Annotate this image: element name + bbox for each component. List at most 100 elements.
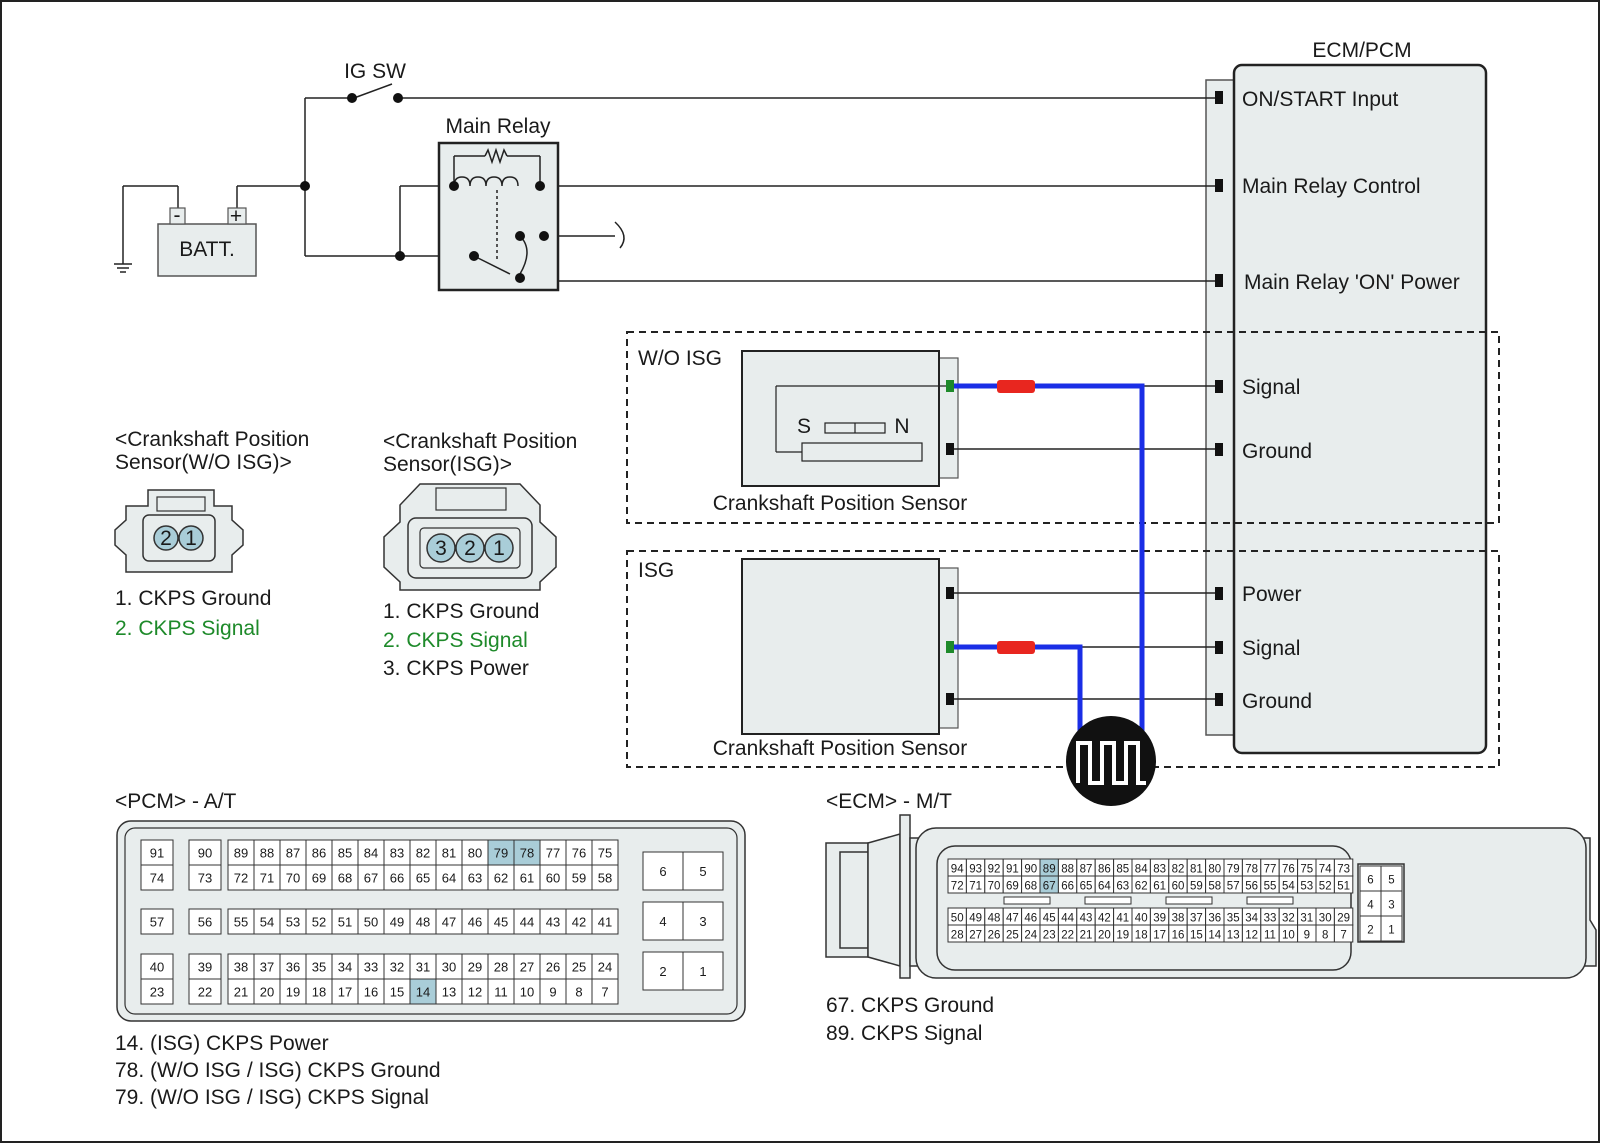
svg-text:24: 24 bbox=[1024, 930, 1037, 942]
svg-text:47: 47 bbox=[442, 915, 456, 930]
svg-text:71: 71 bbox=[260, 871, 274, 886]
conn-isg-pin-2 bbox=[455, 533, 485, 563]
svg-text:12: 12 bbox=[1245, 930, 1258, 942]
svg-text:36: 36 bbox=[1208, 913, 1221, 925]
ecm-pin-signal-wo bbox=[1215, 380, 1223, 393]
svg-text:60: 60 bbox=[1172, 881, 1185, 893]
svg-text:17: 17 bbox=[1153, 930, 1166, 942]
svg-text:41: 41 bbox=[1116, 913, 1129, 925]
ecm-pin-16: 16 bbox=[1168, 924, 1188, 943]
ecm-pin-81: 81 bbox=[1186, 858, 1207, 877]
svg-text:64: 64 bbox=[1098, 881, 1111, 893]
pcm-pin-28: 28 bbox=[487, 953, 515, 980]
ecm-pin-84: 84 bbox=[1131, 858, 1151, 877]
svg-text:18: 18 bbox=[312, 985, 326, 1000]
svg-text:23: 23 bbox=[150, 985, 164, 1000]
svg-text:30: 30 bbox=[442, 960, 456, 975]
pcm-pin-60: 60 bbox=[539, 864, 567, 891]
svg-text:90: 90 bbox=[198, 846, 212, 861]
isg-title: ISG bbox=[638, 559, 674, 582]
svg-text:63: 63 bbox=[468, 871, 482, 886]
svg-text:37: 37 bbox=[260, 960, 274, 975]
conn-isg-pin-1-label: 1 bbox=[493, 537, 505, 560]
ig-sw-label: IG SW bbox=[344, 60, 406, 83]
pcm-pin-17: 17 bbox=[331, 978, 359, 1005]
ecm-label-ground-isg: Ground bbox=[1242, 690, 1312, 713]
svg-text:60: 60 bbox=[546, 871, 560, 886]
ecm-pin-4: 4 bbox=[1359, 890, 1382, 917]
svg-text:83: 83 bbox=[1153, 864, 1166, 876]
conn-isg-title-1: <Crankshaft Position bbox=[383, 430, 577, 453]
pcm-pin-73: 73 bbox=[188, 864, 222, 891]
pcm-pin-40: 40 bbox=[140, 953, 174, 980]
ecm-pin-19: 19 bbox=[1113, 924, 1133, 943]
svg-text:14: 14 bbox=[416, 985, 430, 1000]
battery-minus: - bbox=[174, 204, 181, 227]
ecm-pin-22: 22 bbox=[1057, 924, 1078, 943]
svg-text:45: 45 bbox=[1043, 913, 1056, 925]
ecm-pin-58: 58 bbox=[1205, 875, 1225, 894]
ecm-pin-41: 41 bbox=[1113, 907, 1133, 926]
pcm-pin-35: 35 bbox=[305, 953, 333, 980]
ecm-pin-3: 3 bbox=[1380, 890, 1403, 917]
conn-isg-legend-1: 1. CKPS Ground bbox=[383, 600, 539, 623]
ecm-pin-8: 8 bbox=[1315, 924, 1335, 943]
svg-text:76: 76 bbox=[572, 846, 586, 861]
svg-text:34: 34 bbox=[1245, 913, 1258, 925]
svg-text:40: 40 bbox=[1135, 913, 1148, 925]
pcm-pin-44: 44 bbox=[513, 908, 541, 935]
main-relay-label: Main Relay bbox=[445, 115, 551, 138]
pcm-pin-58: 58 bbox=[591, 864, 619, 891]
ecm-pin-32: 32 bbox=[1278, 907, 1299, 926]
ecm-pin-72: 72 bbox=[947, 875, 967, 894]
svg-text:35: 35 bbox=[1227, 913, 1240, 925]
svg-text:59: 59 bbox=[1190, 881, 1203, 893]
pcm-pin-85: 85 bbox=[331, 839, 359, 866]
ecm-pin-36: 36 bbox=[1205, 907, 1225, 926]
pcm-pin-30: 30 bbox=[435, 953, 463, 980]
conn-wo-title-2: Sensor(W/O ISG)> bbox=[115, 451, 292, 474]
ecm-pin-64: 64 bbox=[1094, 875, 1115, 894]
svg-text:53: 53 bbox=[286, 915, 300, 930]
svg-text:43: 43 bbox=[1080, 913, 1093, 925]
svg-text:32: 32 bbox=[390, 960, 404, 975]
svg-text:19: 19 bbox=[1116, 930, 1129, 942]
conn-wo-pin-2 bbox=[153, 525, 179, 551]
svg-text:56: 56 bbox=[1245, 881, 1258, 893]
svg-text:42: 42 bbox=[572, 915, 586, 930]
pcm-pin-43: 43 bbox=[539, 908, 567, 935]
ecm-conn-title: <ECM> - M/T bbox=[826, 790, 952, 813]
ecm-pin-11: 11 bbox=[1260, 924, 1280, 943]
svg-text:26: 26 bbox=[546, 960, 560, 975]
ecm-pin-93: 93 bbox=[965, 858, 986, 877]
pcm-pin-50: 50 bbox=[357, 908, 385, 935]
pcm-pin-83: 83 bbox=[383, 839, 411, 866]
ecm-label-signal-isg: Signal bbox=[1242, 637, 1300, 660]
ecm-pin-42: 42 bbox=[1094, 907, 1115, 926]
svg-text:27: 27 bbox=[520, 960, 534, 975]
conn-wo-legend-1: 1. CKPS Ground bbox=[115, 587, 271, 610]
svg-text:91: 91 bbox=[150, 846, 164, 861]
ecm-body bbox=[1232, 63, 1488, 755]
ecm-pin-60: 60 bbox=[1168, 875, 1188, 894]
svg-text:54: 54 bbox=[260, 915, 274, 930]
pcm-pin-52: 52 bbox=[305, 908, 333, 935]
svg-text:48: 48 bbox=[988, 913, 1001, 925]
ecm-pin-ground-isg bbox=[1215, 693, 1223, 706]
pcm-pin-25: 25 bbox=[565, 953, 593, 980]
ecm-title: ECM/PCM bbox=[1312, 39, 1411, 62]
pcm-legend-1: 14. (ISG) CKPS Power bbox=[115, 1032, 329, 1055]
pcm-pin-56: 56 bbox=[188, 908, 222, 935]
ecm-pin-78: 78 bbox=[1241, 858, 1262, 877]
pcm-pin-47: 47 bbox=[435, 908, 463, 935]
pcm-pin-1: 1 bbox=[682, 951, 724, 991]
magnet-n-label: N bbox=[894, 415, 909, 438]
svg-text:27: 27 bbox=[969, 930, 982, 942]
ecm-pin-15: 15 bbox=[1186, 924, 1207, 943]
svg-text:41: 41 bbox=[598, 915, 612, 930]
ecm-label-ground-wo: Ground bbox=[1242, 440, 1312, 463]
pcm-pin-69: 69 bbox=[305, 864, 333, 891]
ecm-pin-20: 20 bbox=[1094, 924, 1115, 943]
svg-text:8: 8 bbox=[575, 985, 582, 1000]
